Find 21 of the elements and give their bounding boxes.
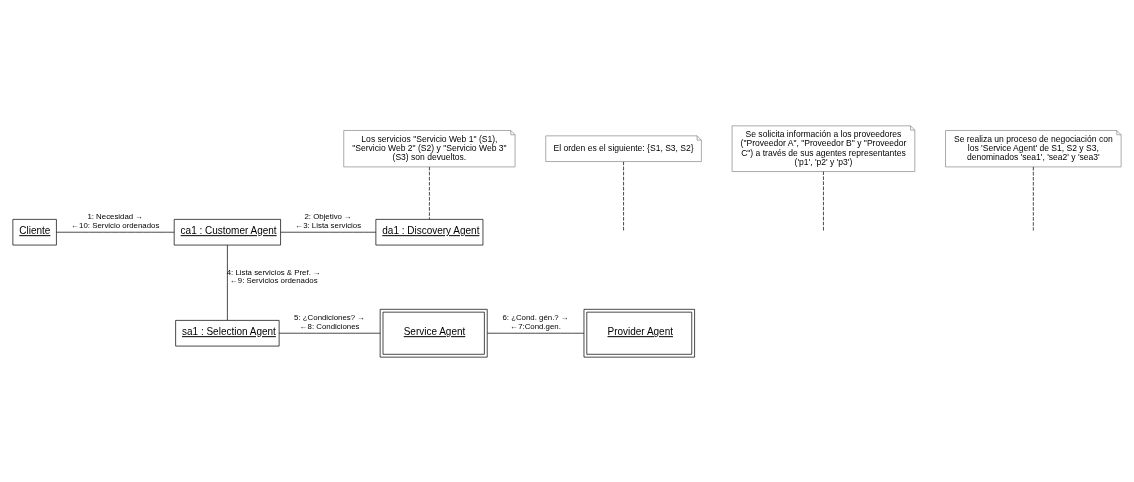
connector — [56, 231, 175, 233]
edge-label: ←9: Servicios ordenados — [229, 275, 318, 285]
connector — [280, 231, 377, 233]
edge-label: ←7:Cond.gen. — [510, 321, 561, 331]
connector — [623, 161, 624, 232]
edge-label: 6: ¿Cond. gén.? → — [502, 312, 569, 322]
node-box: da1 : Discovery Agent — [375, 218, 484, 245]
edge-label: 5: ¿Condiciones? → — [294, 312, 366, 322]
connector — [227, 244, 228, 321]
connector — [429, 166, 430, 220]
node-box: Cliente — [12, 218, 57, 245]
edge-label: ←10: Servicio ordenados — [71, 220, 160, 230]
node-box: sa1 : Selection Agent — [175, 319, 280, 346]
edge-label: ←8: Condiciones — [299, 321, 360, 331]
node-box: ca1 : Customer Agent — [173, 218, 281, 245]
connector — [823, 170, 824, 232]
edge-label: 2: Objetivo → — [304, 211, 352, 221]
edge-label: ←3: Lista servicios — [295, 220, 362, 230]
connector — [278, 332, 381, 334]
edge-label: 1: Necesidad → — [87, 211, 144, 221]
connector — [487, 332, 585, 334]
